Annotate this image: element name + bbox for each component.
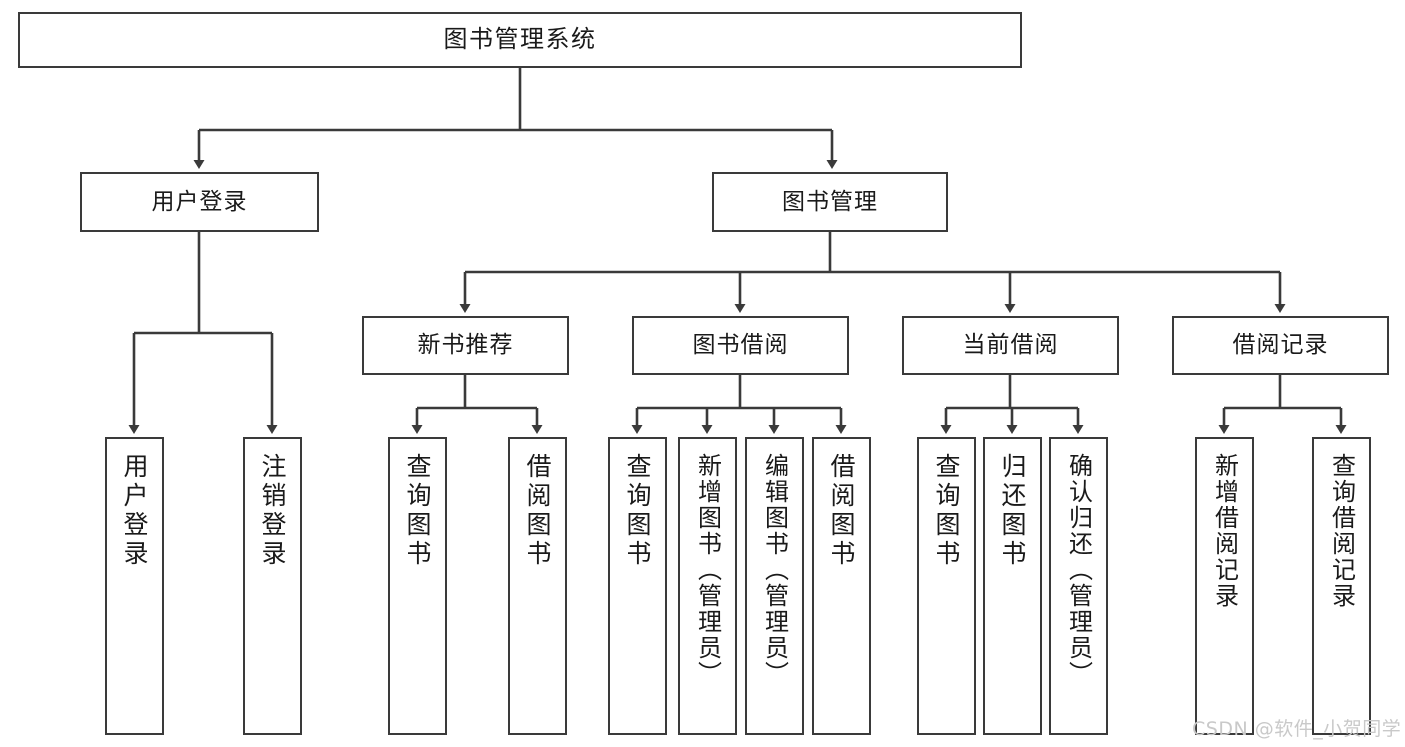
- node-label: 编辑图书（管理员）: [760, 453, 789, 687]
- node-new-book-recommend[interactable]: 新书推荐: [362, 316, 569, 375]
- csdn-watermark: CSDN @软件_小贺同学: [1192, 718, 1402, 740]
- node-label: 借阅图书: [523, 453, 552, 569]
- node-label: 确认归还（管理员）: [1064, 453, 1093, 687]
- node-current-borrow[interactable]: 当前借阅: [902, 316, 1119, 375]
- node-leaf-query-book-recommend[interactable]: 查询图书: [388, 437, 447, 735]
- node-label: 查询图书: [932, 453, 961, 569]
- node-leaf-confirm-return[interactable]: 确认归还（管理员）: [1049, 437, 1108, 735]
- node-leaf-query-book-borrow[interactable]: 查询图书: [608, 437, 667, 735]
- node-book-management[interactable]: 图书管理: [712, 172, 948, 232]
- node-leaf-borrow-book-recommend[interactable]: 借阅图书: [508, 437, 567, 735]
- node-leaf-edit-book[interactable]: 编辑图书（管理员）: [745, 437, 804, 735]
- node-borrow-record[interactable]: 借阅记录: [1172, 316, 1389, 375]
- node-label: 图书管理系统: [443, 25, 597, 54]
- node-label: 新增借阅记录: [1210, 453, 1239, 609]
- node-leaf-logout-login[interactable]: 注销登录: [243, 437, 302, 735]
- node-label: 图书借阅: [692, 332, 789, 359]
- node-root-system[interactable]: 图书管理系统: [18, 12, 1022, 68]
- node-label: 当前借阅: [962, 332, 1059, 359]
- node-leaf-user-login[interactable]: 用户登录: [105, 437, 164, 735]
- node-leaf-borrow-book[interactable]: 借阅图书: [812, 437, 871, 735]
- node-label: 归还图书: [998, 453, 1027, 569]
- node-label: 借阅记录: [1232, 332, 1329, 359]
- node-leaf-return-book[interactable]: 归还图书: [983, 437, 1042, 735]
- node-book-borrow[interactable]: 图书借阅: [632, 316, 849, 375]
- node-label: 查询借阅记录: [1327, 453, 1356, 609]
- node-label: 借阅图书: [827, 453, 856, 569]
- node-label: 图书管理: [782, 188, 878, 215]
- node-label: 注销登录: [258, 453, 287, 569]
- node-leaf-add-book[interactable]: 新增图书（管理员）: [678, 437, 737, 735]
- node-user-login[interactable]: 用户登录: [80, 172, 319, 232]
- node-label: 新书推荐: [417, 332, 514, 359]
- node-label: 用户登录: [120, 453, 149, 569]
- node-leaf-add-borrow-record[interactable]: 新增借阅记录: [1195, 437, 1254, 735]
- node-label: 用户登录: [151, 188, 248, 215]
- node-leaf-query-book-current[interactable]: 查询图书: [917, 437, 976, 735]
- node-label: 查询图书: [623, 453, 652, 569]
- node-leaf-query-borrow-record[interactable]: 查询借阅记录: [1312, 437, 1371, 735]
- node-label: 新增图书（管理员）: [693, 453, 722, 687]
- node-label: 查询图书: [403, 453, 432, 569]
